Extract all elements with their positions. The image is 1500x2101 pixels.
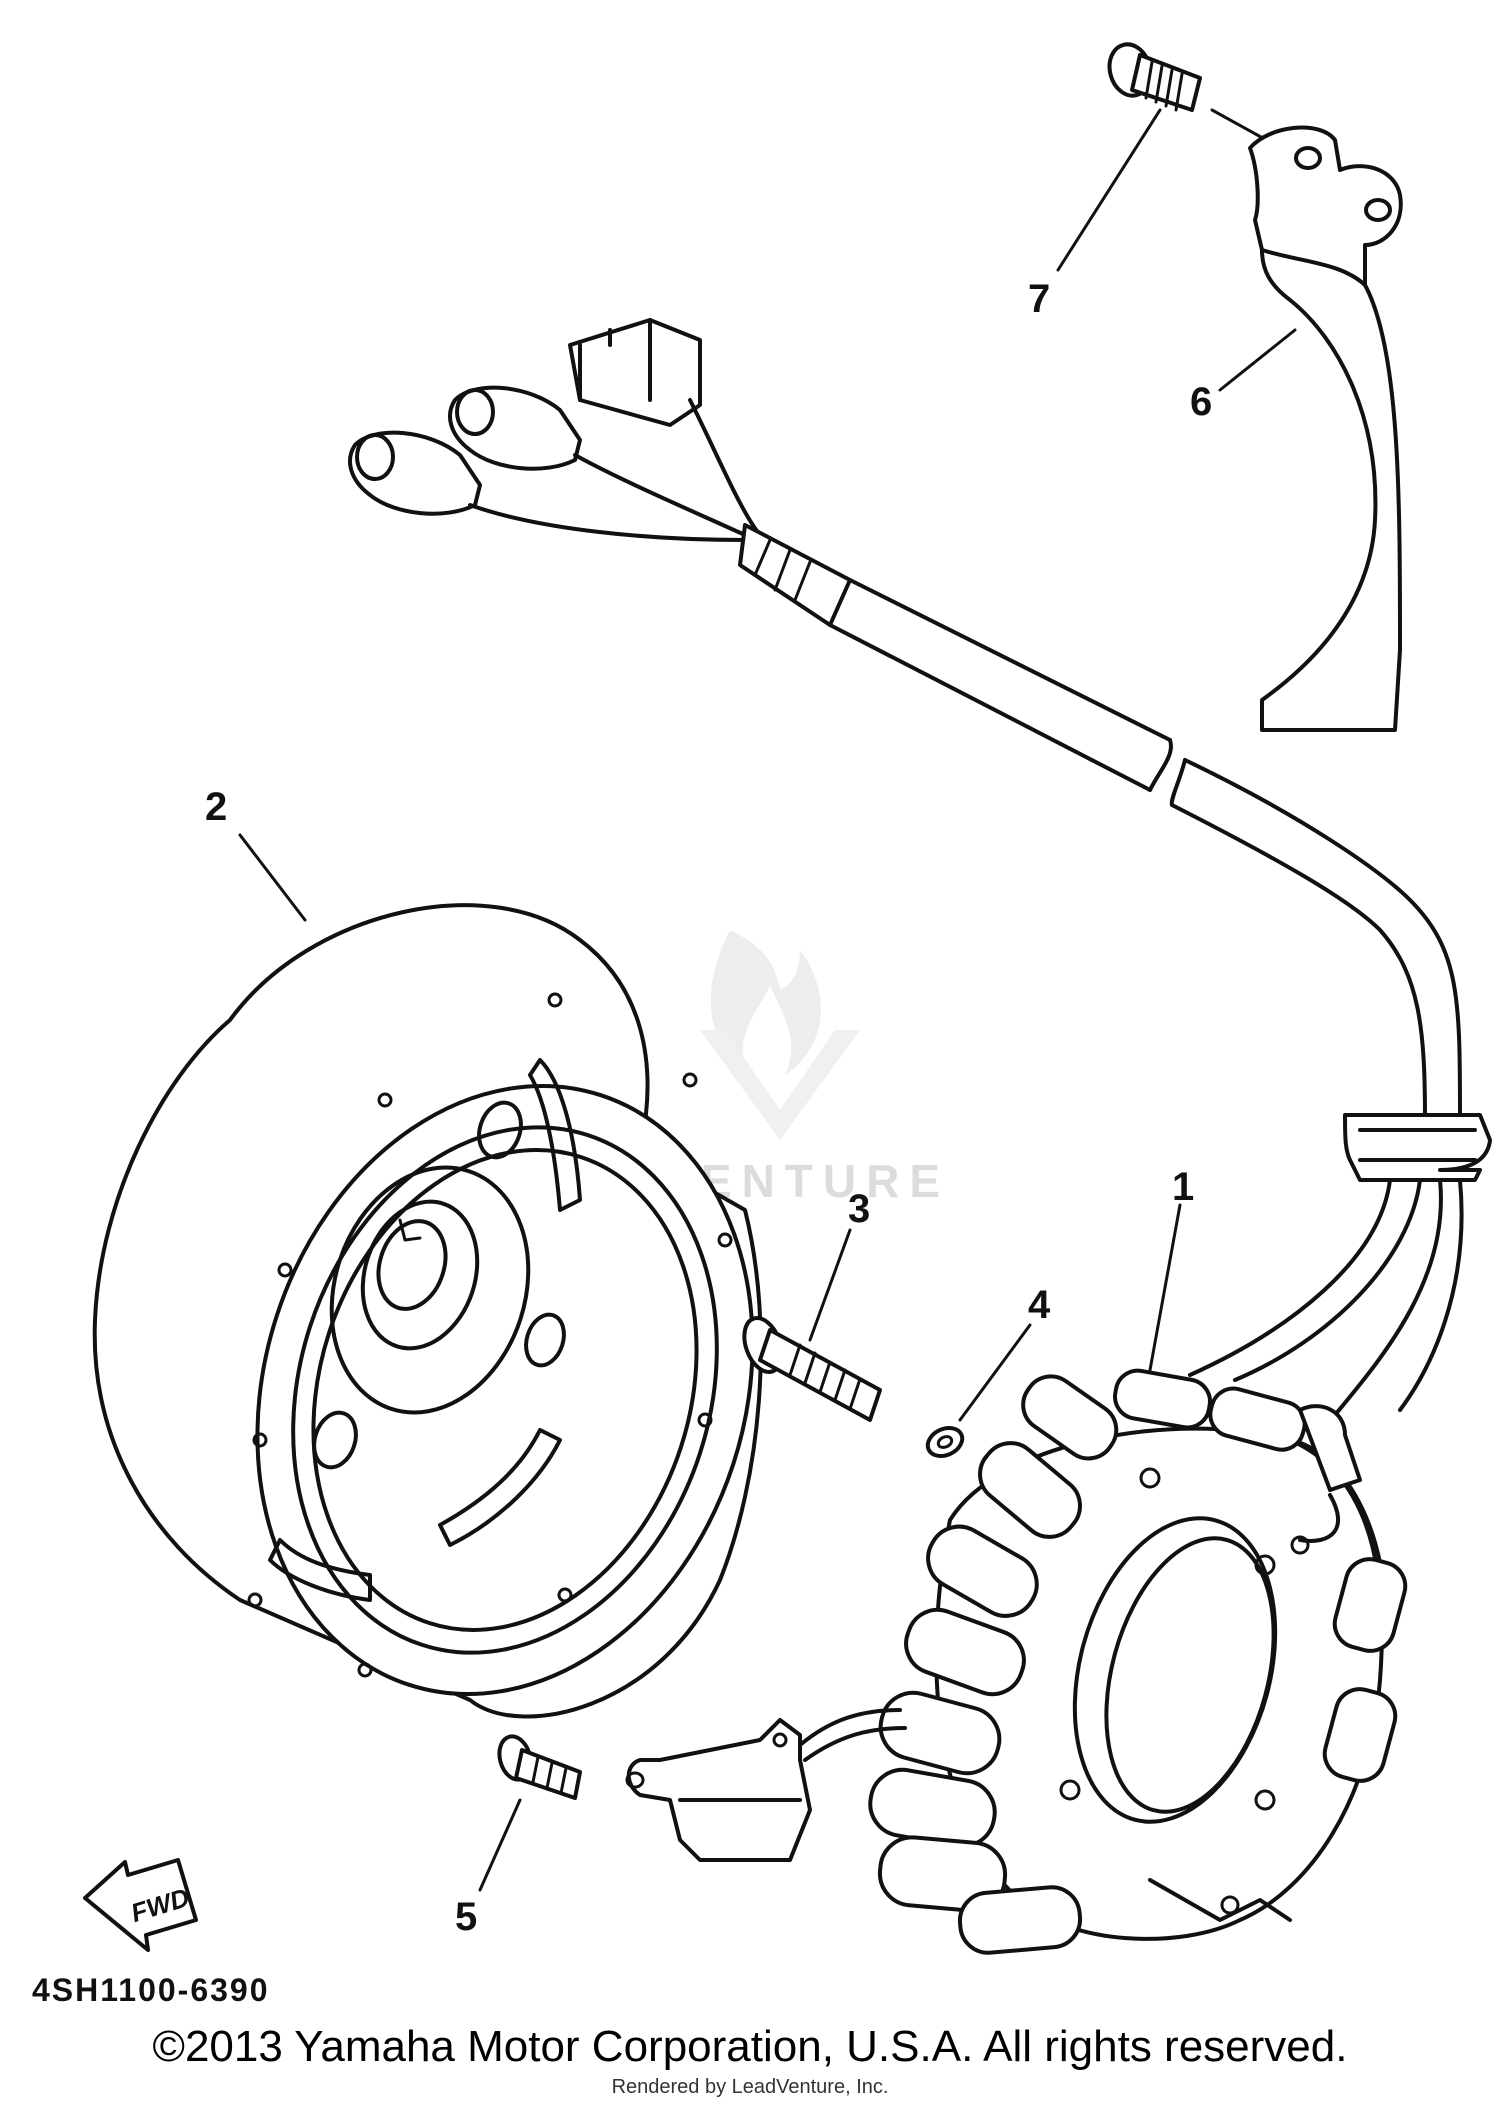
leader-line-1 <box>1148 1203 1182 1372</box>
washer-part <box>925 1425 965 1459</box>
callout-3: 3 <box>848 1187 870 1231</box>
rendered-by-credit: Rendered by LeadVenture, Inc. <box>611 2076 889 2098</box>
callout-5: 5 <box>455 1895 477 1939</box>
clamp-screw-part <box>1107 42 1202 112</box>
copyright-notice: ©2013 Yamaha Motor Corporation, U.S.A. A… <box>152 2022 1348 2071</box>
callout-2: 2 <box>205 785 227 829</box>
wire-harness <box>348 318 1492 1417</box>
leader-line-7 <box>1056 108 1162 272</box>
callout-7: 7 <box>1028 277 1050 321</box>
rotor-bolt-part <box>742 1316 882 1422</box>
fwd-arrow-icon: FWD <box>83 1858 198 1952</box>
lead-holder-clamp-part <box>1248 125 1403 732</box>
pickup-coil-screw-part <box>497 1734 582 1800</box>
callout-4: 4 <box>1028 1283 1051 1327</box>
leader-line-4 <box>958 1323 1032 1422</box>
leader-line-6 <box>1218 328 1297 392</box>
leader-line-3 <box>808 1228 852 1342</box>
rotor-flywheel-part <box>92 903 763 1719</box>
leader-line-2 <box>238 833 307 922</box>
callout-6: 6 <box>1190 380 1212 424</box>
callout-1: 1 <box>1172 1165 1194 1209</box>
leader-line-5 <box>478 1798 522 1892</box>
stator-assembly-part <box>625 1368 1408 1955</box>
diagram-code: 4SH1100-6390 <box>32 1972 270 2008</box>
leadventure-logo-icon <box>700 930 860 1140</box>
